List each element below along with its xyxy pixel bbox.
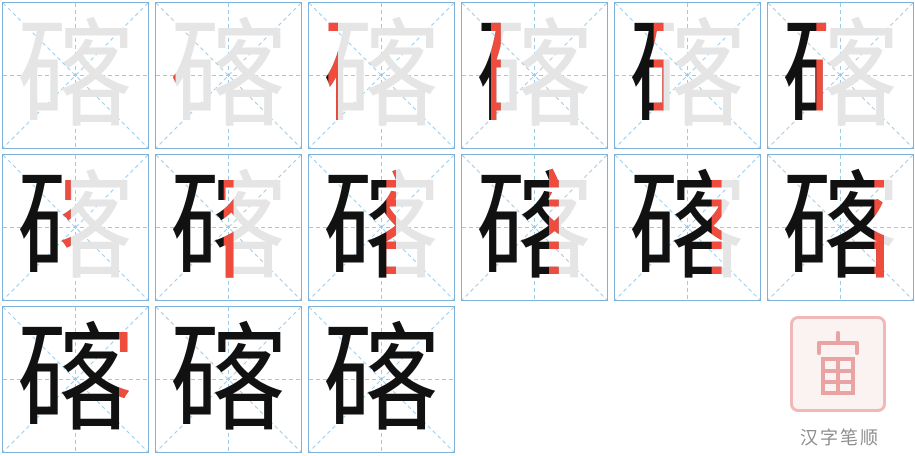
stroke-step-5: 碦碦碦 bbox=[614, 2, 761, 149]
guide-lines bbox=[156, 307, 301, 452]
current-stroke: 碦 bbox=[628, 158, 747, 296]
current-stroke: 碦 bbox=[781, 158, 900, 296]
ghost-character: 碦 bbox=[16, 6, 135, 144]
current-stroke: 碦 bbox=[16, 158, 135, 296]
current-stroke: 碦 bbox=[169, 310, 288, 448]
drawn-strokes: 碦 bbox=[322, 158, 441, 296]
ghost-character: 碦 bbox=[628, 6, 747, 144]
ghost-character: 碦 bbox=[781, 6, 900, 144]
ghost-character: 碦 bbox=[169, 158, 288, 296]
drawn-strokes: 碦 bbox=[781, 158, 900, 296]
watermark-text: 汉字笔顺 bbox=[800, 428, 880, 449]
current-stroke: 碦 bbox=[169, 6, 288, 144]
guide-lines bbox=[3, 307, 148, 452]
drawn-strokes: 碦 bbox=[781, 6, 900, 144]
guide-lines bbox=[768, 155, 913, 300]
drawn-strokes: 碦 bbox=[16, 310, 135, 448]
stroke-step-8: 碦碦碦 bbox=[155, 154, 302, 301]
stroke-step-3: 碦碦碦 bbox=[308, 2, 455, 149]
current-stroke: 碦 bbox=[781, 6, 900, 144]
stroke-step-2: 碦碦碦 bbox=[155, 2, 302, 149]
current-stroke: 碦 bbox=[475, 158, 594, 296]
stroke-step-1: 碦碦碦 bbox=[2, 2, 149, 149]
guide-lines bbox=[156, 155, 301, 300]
current-stroke: 碦 bbox=[16, 310, 135, 448]
drawn-strokes: 碦 bbox=[16, 158, 135, 296]
ghost-character: 碦 bbox=[16, 310, 135, 448]
stroke-step-15: 碦碦碦 bbox=[308, 306, 455, 453]
drawn-strokes: 碦 bbox=[628, 6, 747, 144]
guide-lines bbox=[768, 3, 913, 148]
stroke-step-11: 碦碦碦 bbox=[614, 154, 761, 301]
guide-lines bbox=[462, 3, 607, 148]
ghost-character: 碦 bbox=[169, 6, 288, 144]
current-stroke: 碦 bbox=[628, 6, 747, 144]
guide-lines bbox=[3, 3, 148, 148]
guide-lines bbox=[309, 3, 454, 148]
guide-lines bbox=[309, 307, 454, 452]
drawn-strokes: 碦 bbox=[475, 6, 594, 144]
ghost-character: 碦 bbox=[322, 6, 441, 144]
guide-lines bbox=[3, 155, 148, 300]
ghost-character: 碦 bbox=[475, 6, 594, 144]
guide-lines bbox=[309, 155, 454, 300]
current-stroke: 碦 bbox=[169, 158, 288, 296]
drawn-strokes: 碦 bbox=[169, 158, 288, 296]
ghost-character: 碦 bbox=[169, 310, 288, 448]
drawn-strokes: 碦 bbox=[322, 6, 441, 144]
stroke-step-10: 碦碦碦 bbox=[461, 154, 608, 301]
drawn-strokes: 碦 bbox=[169, 310, 288, 448]
stroke-step-7: 碦碦碦 bbox=[2, 154, 149, 301]
drawn-strokes: 碦 bbox=[628, 158, 747, 296]
drawn-strokes: 碦 bbox=[475, 158, 594, 296]
current-stroke: 碦 bbox=[475, 6, 594, 144]
ghost-character: 碦 bbox=[628, 158, 747, 296]
seal-logo-icon bbox=[817, 331, 859, 395]
stroke-step-12: 碦碦碦 bbox=[767, 154, 914, 301]
ghost-character: 碦 bbox=[475, 158, 594, 296]
guide-lines bbox=[156, 3, 301, 148]
current-stroke: 碦 bbox=[322, 158, 441, 296]
drawn-strokes: 碦 bbox=[169, 6, 288, 144]
drawn-strokes: 碦 bbox=[322, 310, 441, 448]
guide-lines bbox=[615, 155, 760, 300]
stroke-step-6: 碦碦碦 bbox=[767, 2, 914, 149]
ghost-character: 碦 bbox=[16, 158, 135, 296]
stroke-step-4: 碦碦碦 bbox=[461, 2, 608, 149]
stroke-step-9: 碦碦碦 bbox=[308, 154, 455, 301]
current-stroke: 碦 bbox=[322, 6, 441, 144]
stroke-step-13: 碦碦碦 bbox=[2, 306, 149, 453]
ghost-character: 碦 bbox=[322, 310, 441, 448]
guide-lines bbox=[462, 155, 607, 300]
ghost-character: 碦 bbox=[322, 158, 441, 296]
guide-lines bbox=[615, 3, 760, 148]
stroke-step-14: 碦碦碦 bbox=[155, 306, 302, 453]
ghost-character: 碦 bbox=[781, 158, 900, 296]
seal-logo bbox=[790, 316, 886, 412]
